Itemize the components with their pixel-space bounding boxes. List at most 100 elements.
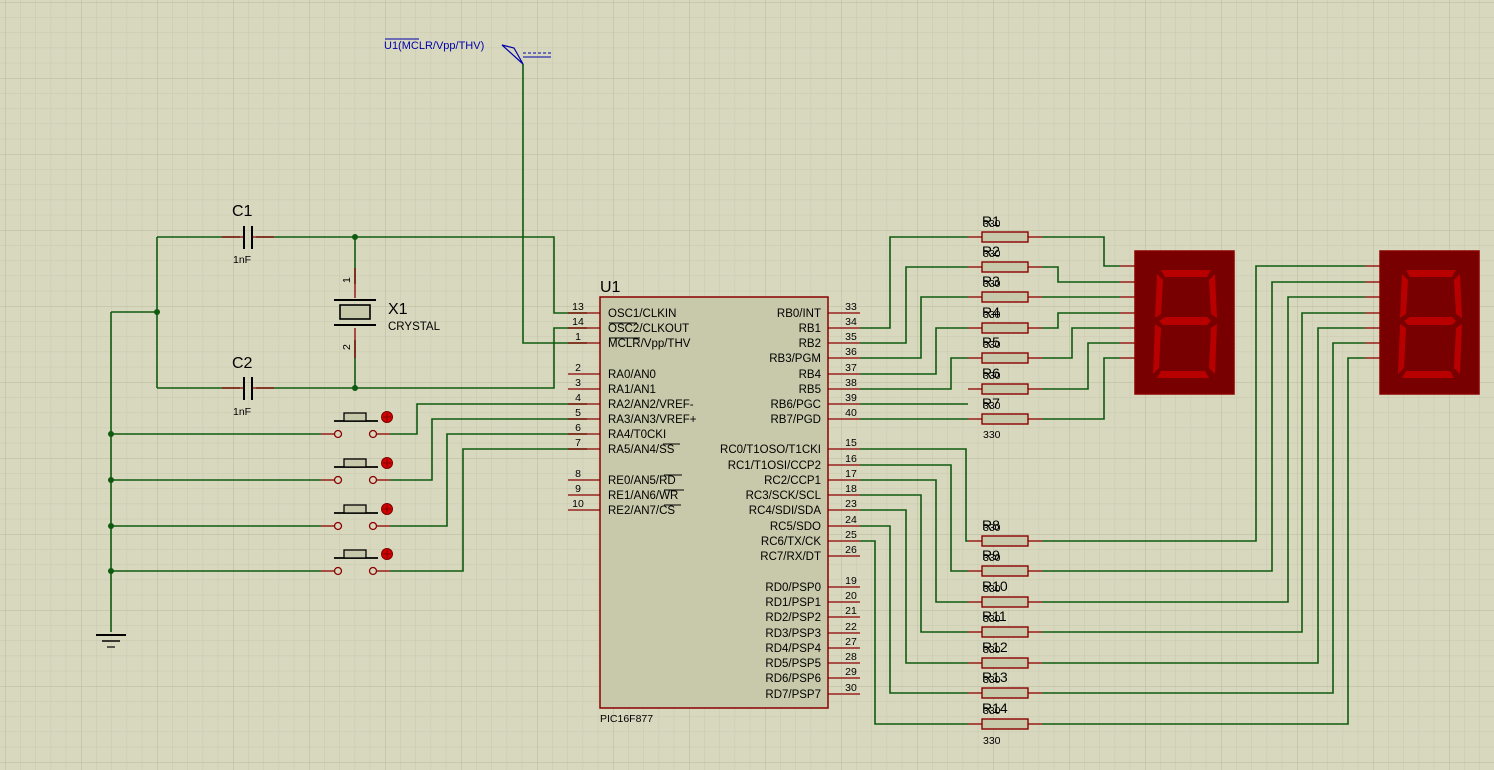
crystal-ref: X1	[388, 301, 408, 318]
pin-name: RA0/AN0	[608, 369, 656, 381]
mcu-right-pins: 33RB0/INT34RB135RB236RB3/PGM37RB438RB539…	[720, 301, 860, 701]
push-button-icon[interactable]	[321, 503, 393, 531]
mcu-ref: U1	[600, 279, 621, 296]
pin-name: RD1/PSP1	[765, 597, 821, 609]
seven-segment-display-icon[interactable]	[1365, 250, 1480, 395]
resistor-value: 330	[983, 278, 1001, 290]
pin-name: RB7/PGD	[771, 414, 822, 426]
pin-number: 5	[575, 407, 581, 419]
crystal-x1[interactable]: 1 2 X1 CRYSTAL	[334, 268, 441, 358]
seven-segment-display-icon[interactable]	[1120, 250, 1235, 395]
resistor-value: 330	[983, 674, 1001, 686]
pin-name: RC0/T1OSO/T1CKI	[720, 444, 821, 456]
pin-number: 29	[845, 666, 857, 678]
crystal-value: CRYSTAL	[388, 321, 441, 333]
resistor-ref: R5	[982, 334, 1000, 350]
probe-label: U1(MCLR/Vpp/THV)	[384, 40, 484, 52]
pin-number: 1	[575, 331, 581, 343]
pin-number: 34	[845, 316, 857, 328]
pin-name: RA2/AN2/VREF-	[608, 399, 694, 411]
push-button-icon[interactable]	[321, 457, 393, 485]
pin-name: MCLR/Vpp/THV	[608, 338, 691, 350]
resistor-icon	[981, 383, 1029, 395]
push-button-icon[interactable]	[321, 548, 393, 576]
pin-number: 10	[572, 498, 584, 510]
push-button-icon[interactable]	[321, 411, 393, 439]
pin-number: 24	[845, 514, 857, 526]
resistor-bank-b: 330R8330R9330R10330R11330R12330R13330R14…	[968, 517, 1042, 747]
resistor-ref: R6	[982, 365, 1000, 381]
voltage-probe[interactable]: U1(MCLR/Vpp/THV)	[384, 38, 551, 65]
mcu-u1[interactable]: U1 PIC16F877 13OSC1/CLKIN14OSC2/CLKOUT1M…	[568, 279, 860, 725]
pin-name: RE1/AN6/WR	[608, 490, 678, 502]
pin-number: 3	[575, 377, 581, 389]
capacitor-c2[interactable]: C2 1nF	[222, 355, 274, 418]
display-digit	[1153, 270, 1217, 378]
resistor-icon	[981, 231, 1029, 243]
pin-number: 6	[575, 422, 581, 434]
pin-name: RD7/PSP7	[765, 689, 821, 701]
pin-number: 16	[845, 453, 857, 465]
capacitor-value: 1nF	[233, 254, 251, 266]
pin-name: RA1/AN1	[608, 384, 656, 396]
pin-number: 35	[845, 331, 857, 343]
pin-name: RD4/PSP4	[765, 643, 821, 655]
pin-name: RD6/PSP6	[765, 673, 821, 685]
push-buttons	[321, 411, 393, 576]
resistor-ref: R3	[982, 273, 1000, 289]
capacitor-c1[interactable]: C1 1nF	[222, 203, 274, 266]
pin-number: 22	[845, 621, 857, 633]
